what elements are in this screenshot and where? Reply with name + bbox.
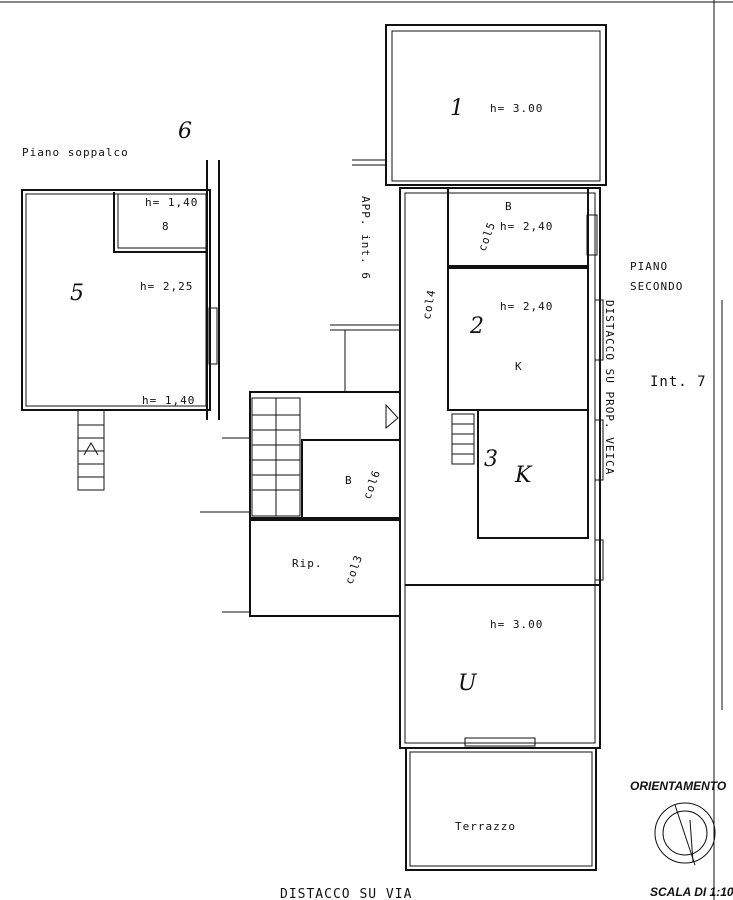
small-stair	[451, 413, 475, 465]
corridor-note: col4	[420, 288, 438, 320]
room-4-height: h= 3.00	[490, 618, 543, 631]
room-b-note: col5	[476, 220, 499, 253]
mezzanine-title: Piano soppalco	[22, 146, 129, 159]
room-2-mark: K	[515, 360, 523, 373]
mezzanine-plan	[21, 160, 220, 491]
bath-number: B	[345, 474, 353, 487]
storage-label: Rip.	[292, 557, 323, 570]
room-b-number: B	[505, 200, 513, 213]
room-5-low-height: h= 1,40	[142, 394, 195, 407]
terrace	[405, 747, 597, 871]
room-1-height: h= 3.00	[490, 102, 543, 115]
room-3-number: 3	[484, 447, 498, 472]
room-2-number: 2	[469, 314, 484, 339]
side-distance-note: DISTACCO SU PROP. VEICA	[603, 300, 616, 475]
room-6-small: 8	[162, 220, 170, 233]
floor-label-1: PIANO	[630, 260, 668, 273]
room-4-number: U	[458, 671, 478, 696]
orientation-label: ORIENTAMENTO	[630, 779, 727, 793]
compass-icon	[654, 802, 716, 866]
terrace-label: Terrazzo	[455, 820, 516, 833]
room-1-number: 1	[450, 96, 464, 121]
room-5-number: 5	[70, 281, 84, 306]
room-3-mark: K	[514, 463, 533, 488]
main-plan	[200, 24, 607, 871]
room-2-height: h= 2,40	[500, 300, 553, 313]
storage-note: col3	[343, 553, 366, 586]
unit-label: Int. 7	[650, 374, 707, 390]
floor-label-2: SECONDO	[630, 280, 683, 293]
bath-note: col6	[361, 468, 384, 501]
main-stair	[251, 397, 301, 517]
room-6-number: 6	[178, 119, 192, 144]
room-b-height: h= 2,40	[500, 220, 553, 233]
neighbour-label: APP. int. 6	[359, 196, 372, 280]
room-5-height: h= 2,25	[140, 280, 193, 293]
bottom-distance-note: DISTACCO SU VIA	[280, 887, 412, 900]
room-6-height: h= 1,40	[145, 196, 198, 209]
scale-label: SCALA DI 1:10	[650, 885, 733, 899]
mezzanine-stair	[77, 409, 105, 491]
